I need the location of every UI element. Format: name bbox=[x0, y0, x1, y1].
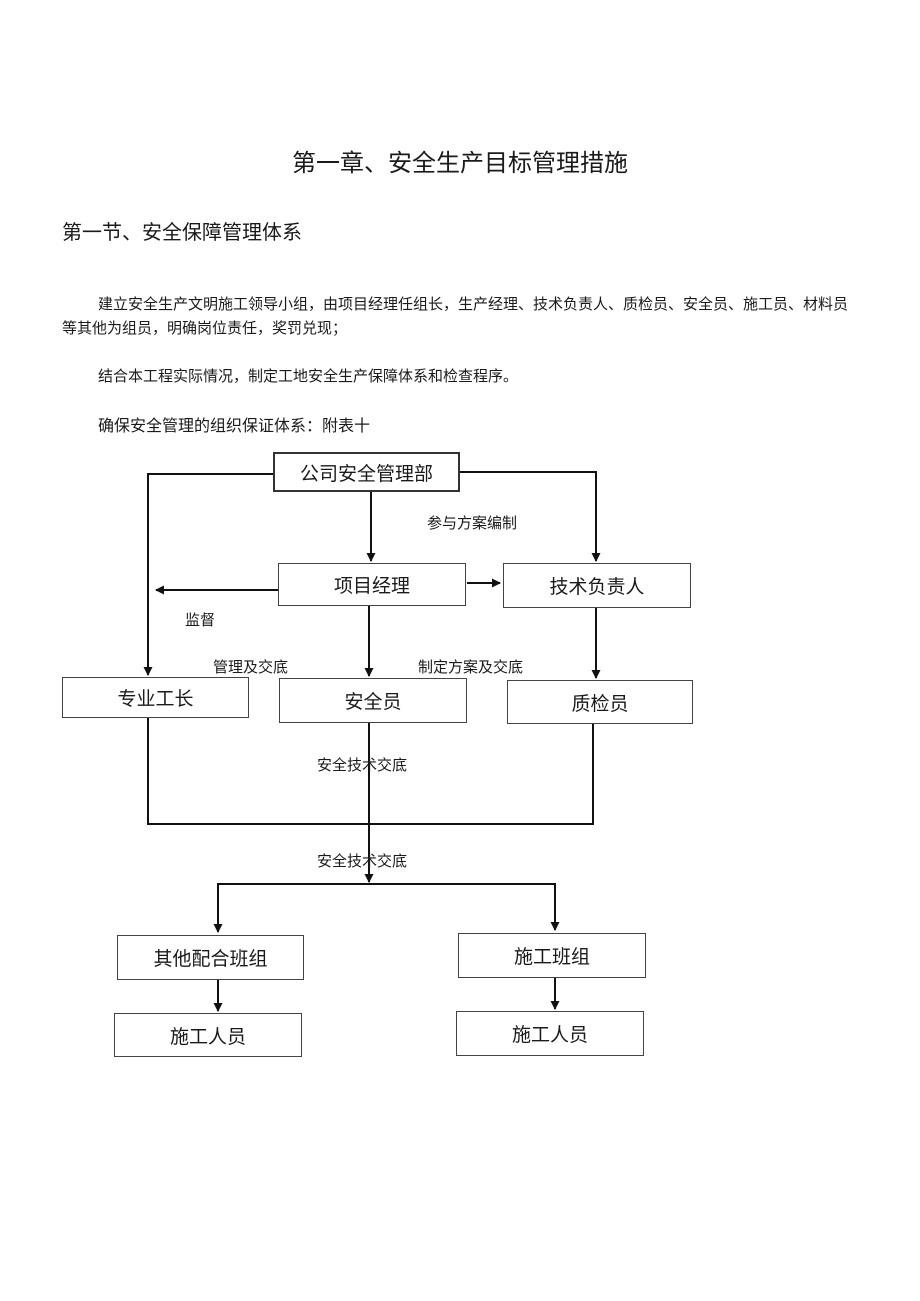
section-title: 第一节、安全保障管理体系 bbox=[62, 220, 302, 244]
connector-dept-to-foreman bbox=[143, 473, 273, 676]
label-supervise: 监督 bbox=[185, 611, 216, 629]
label-plan-briefing: 制定方案及交底 bbox=[418, 658, 524, 676]
paragraph-2: 结合本工程实际情况，制定工地安全生产保障体系和检查程序。 bbox=[98, 367, 519, 385]
connector-collecting-loop bbox=[147, 718, 594, 825]
chapter-title: 第一章、安全生产目标管理措施 bbox=[292, 149, 628, 177]
box-safety-officer: 安全员 bbox=[279, 678, 467, 723]
paragraph-3: 确保安全管理的组织保证体系：附表十 bbox=[98, 416, 371, 435]
box-workers-right: 施工人员 bbox=[456, 1011, 644, 1056]
box-technical-lead: 技术负责人 bbox=[503, 563, 691, 608]
connector-split-right bbox=[369, 883, 560, 931]
connector-dept-to-techlead bbox=[459, 471, 601, 562]
label-management-briefing: 管理及交底 bbox=[213, 658, 289, 676]
connector-split-left bbox=[213, 883, 369, 933]
box-construction-team: 施工班组 bbox=[458, 933, 646, 978]
box-quality-inspector: 质检员 bbox=[507, 680, 693, 724]
box-workers-left: 施工人员 bbox=[114, 1013, 302, 1057]
paragraph-1: 建立安全生产文明施工领导小组，由项目经理任组长，生产经理、技术负责人、质检员、安… bbox=[62, 295, 849, 337]
box-other-teams: 其他配合班组 bbox=[117, 935, 304, 980]
label-safety-tech-briefing-1: 安全技术交底 bbox=[317, 756, 408, 774]
label-participate-planning: 参与方案编制 bbox=[427, 514, 518, 532]
box-company-safety-dept: 公司安全管理部 bbox=[273, 452, 460, 492]
box-specialty-foreman: 专业工长 bbox=[62, 677, 249, 718]
box-project-manager: 项目经理 bbox=[278, 563, 466, 606]
label-safety-tech-briefing-2: 安全技术交底 bbox=[317, 852, 408, 870]
